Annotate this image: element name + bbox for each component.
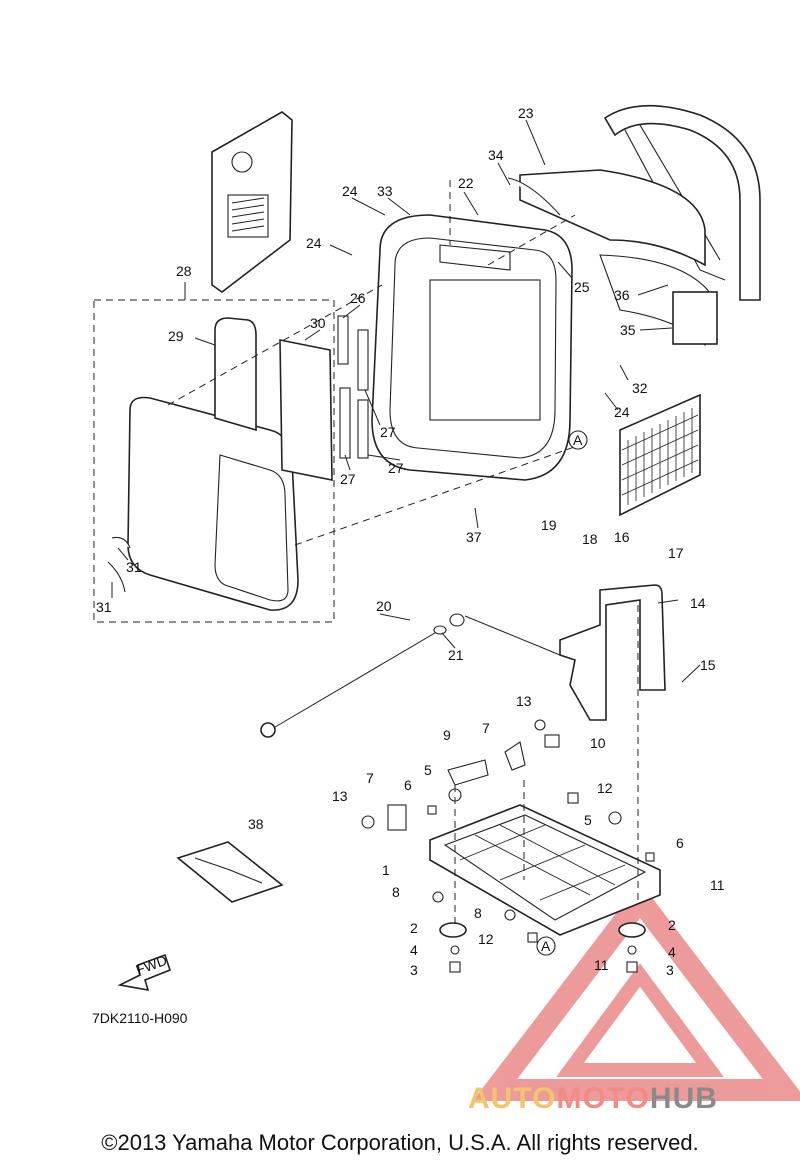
label-32: 32 (632, 380, 648, 396)
label-8b: 8 (474, 905, 482, 921)
label-2b: 2 (668, 917, 676, 933)
label-13b: 13 (332, 788, 348, 804)
label-24c: 24 (614, 404, 630, 420)
top-cover (507, 169, 718, 347)
front-panel (107, 315, 369, 611)
label-27: 27 (380, 424, 396, 440)
label-31: 31 (126, 559, 142, 575)
label-29: 29 (168, 328, 184, 344)
label-36: 36 (614, 287, 630, 303)
label-33: 33 (377, 183, 393, 199)
label-31b: 31 (96, 599, 112, 615)
watermark-triangle (472, 881, 800, 1101)
fwd-arrow: FWD (117, 952, 171, 992)
label-14: 14 (690, 595, 706, 611)
label-38: 38 (248, 816, 264, 832)
ref-mark-a-bottom: A (541, 938, 551, 954)
label-21: 21 (448, 647, 464, 663)
label-15: 15 (700, 657, 716, 673)
label-30: 30 (310, 315, 326, 331)
label-27c: 27 (388, 460, 404, 476)
label-37: 37 (466, 529, 482, 545)
watermark-hub: HUB (649, 1082, 718, 1115)
watermark-logo: AUTOMOTOHUB (468, 1082, 798, 1118)
label-22: 22 (458, 175, 474, 191)
label-11b: 11 (594, 957, 609, 973)
label-6b: 6 (676, 835, 684, 851)
diagram-code: 7DK2110-H090 (92, 1010, 188, 1026)
part-number-labels: 1 2 2 3 3 4 4 5 5 6 6 7 7 8 8 9 10 11 11… (96, 105, 725, 978)
rubber-mounts (439, 922, 646, 973)
label-13: 13 (516, 693, 532, 709)
label-26: 26 (350, 290, 366, 306)
label-12: 12 (597, 780, 613, 796)
side-panel-rear (211, 111, 293, 293)
label-4b: 4 (668, 944, 676, 960)
label-18: 18 (582, 531, 598, 547)
label-2: 2 (410, 920, 418, 936)
watermark-auto: AUTO (468, 1082, 557, 1115)
label-3: 3 (410, 962, 418, 978)
label-8: 8 (392, 884, 400, 900)
label-16: 16 (614, 529, 630, 545)
label-19: 19 (541, 517, 557, 533)
base-tray (429, 804, 661, 936)
label-23: 23 (518, 105, 534, 121)
label-11: 11 (710, 877, 725, 893)
label-24b: 24 (306, 235, 322, 251)
label-1: 1 (382, 862, 390, 878)
label-10: 10 (590, 735, 606, 751)
label-35: 35 (620, 322, 636, 338)
rear-grille (619, 393, 701, 517)
label-5b: 5 (584, 812, 592, 828)
label-12b: 12 (478, 931, 494, 947)
label-7b: 7 (482, 720, 490, 736)
label-4: 4 (410, 942, 418, 958)
manual-38 (176, 841, 284, 903)
label-24: 24 (342, 183, 358, 199)
label-20: 20 (376, 598, 392, 614)
bracket-14 (559, 584, 666, 721)
label-leaders (111, 119, 701, 683)
ref-mark-a: A A (536, 430, 588, 956)
label-6: 6 (404, 777, 412, 793)
recoil-handle-20 (260, 613, 465, 738)
assembly-box-28 (93, 282, 335, 623)
ref-mark-a-top: A (573, 432, 583, 448)
label-3b: 3 (666, 962, 674, 978)
assembly-lines (167, 180, 639, 925)
label-5: 5 (424, 762, 432, 778)
small-parts (361, 719, 655, 943)
label-7: 7 (366, 770, 374, 786)
label-28: 28 (176, 263, 192, 279)
watermark-moto: MOTO (556, 1082, 650, 1115)
label-25: 25 (574, 279, 590, 295)
label-27b: 27 (340, 471, 356, 487)
label-9: 9 (443, 727, 451, 743)
copyright-notice: ©2013 Yamaha Motor Corporation, U.S.A. A… (101, 1130, 699, 1155)
label-34: 34 (488, 147, 504, 163)
label-17: 17 (668, 545, 684, 561)
main-case (371, 214, 573, 481)
